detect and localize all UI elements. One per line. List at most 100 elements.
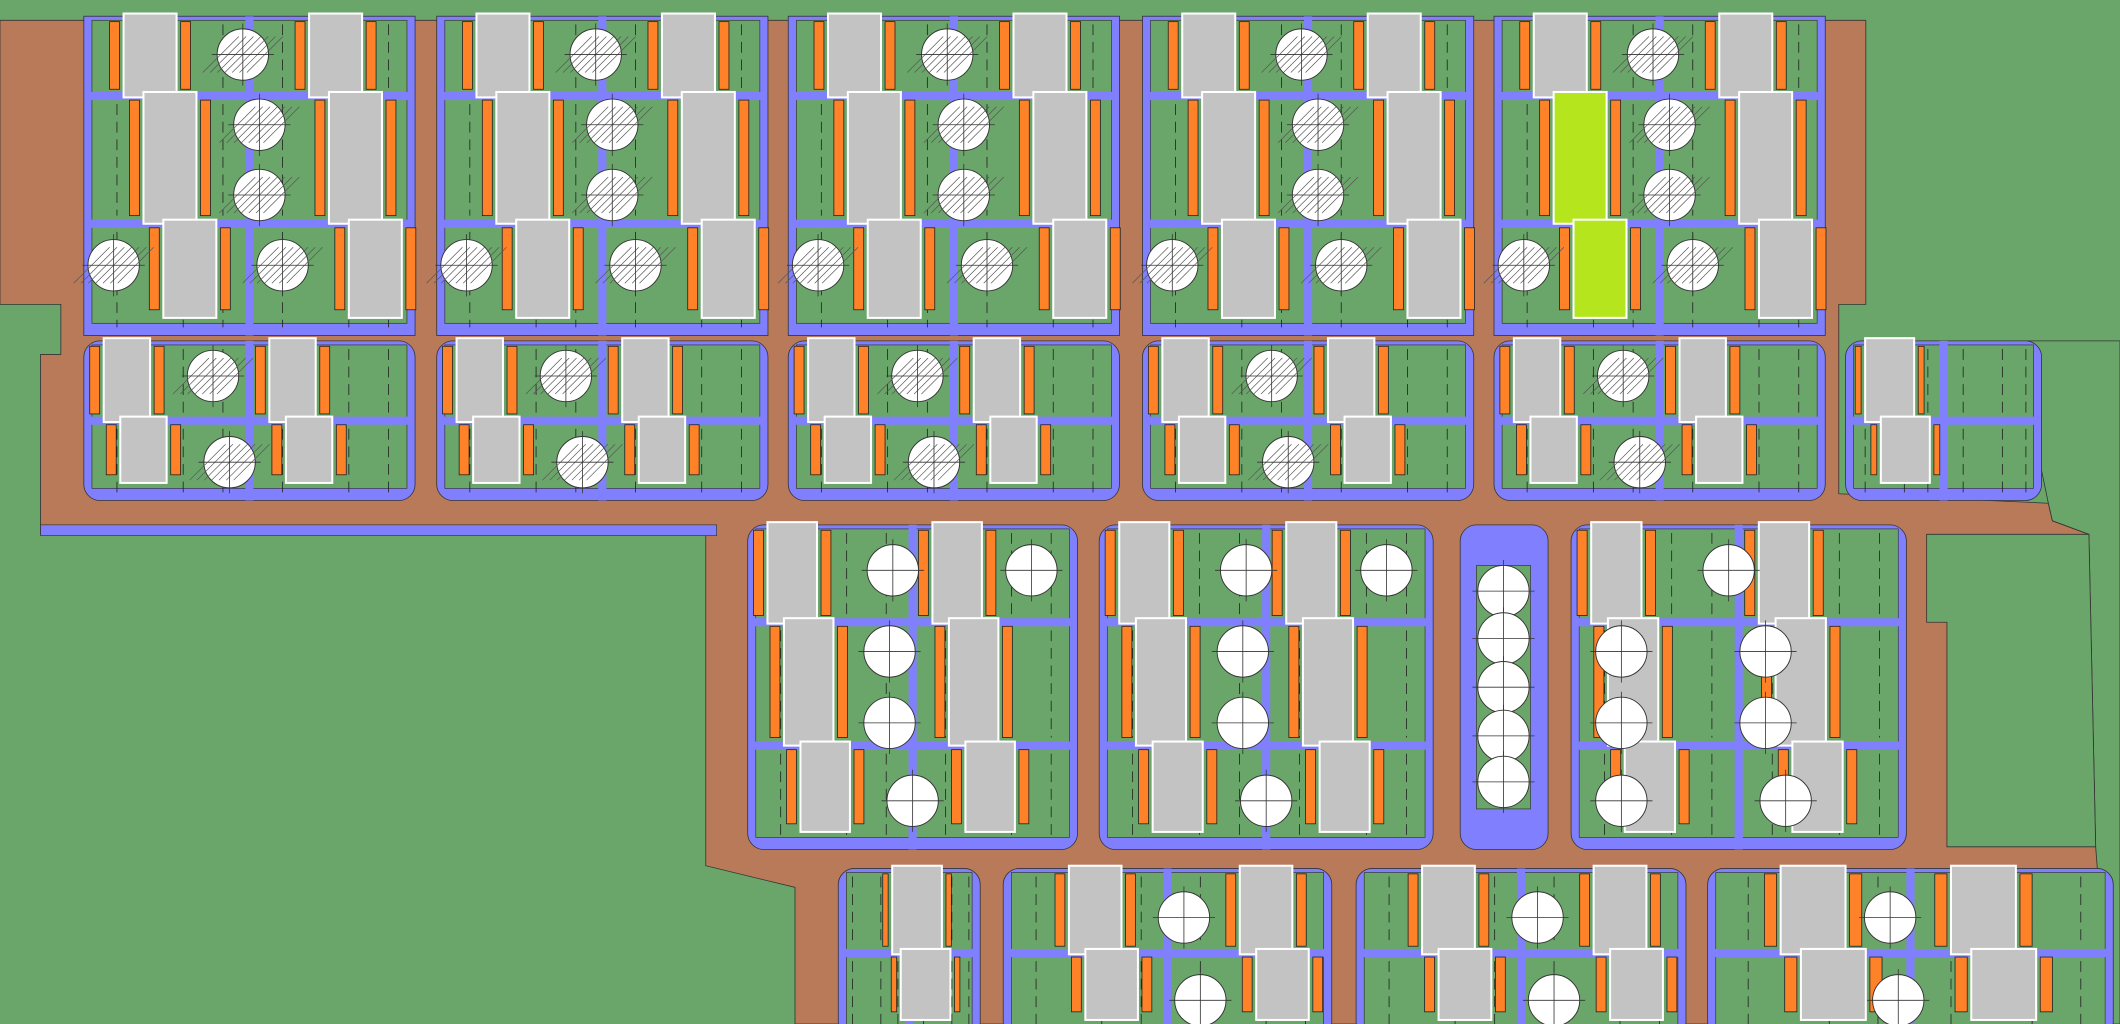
facade-strip <box>1312 956 1324 1013</box>
building <box>1529 415 1578 484</box>
building <box>1032 90 1088 225</box>
facade-strip <box>1018 749 1030 825</box>
building <box>866 218 922 319</box>
facade-strip <box>607 345 619 415</box>
building <box>1067 864 1123 956</box>
housing-block <box>747 521 1078 850</box>
building <box>823 415 873 484</box>
building <box>475 12 531 99</box>
building <box>1151 740 1204 833</box>
footpath-divider <box>949 340 958 501</box>
facade-strip <box>1519 21 1531 90</box>
building <box>807 337 856 424</box>
facade-strip <box>1172 529 1184 616</box>
facade-strip <box>1499 345 1511 415</box>
facade-strip <box>985 529 997 616</box>
building <box>1238 864 1294 956</box>
tree-plain-icon <box>1734 691 1797 754</box>
facade-strip <box>1278 227 1290 311</box>
facade-strip <box>1258 99 1270 217</box>
facade-strip <box>385 99 397 217</box>
tree-hatched-icon <box>1582 344 1664 408</box>
building <box>1532 12 1588 99</box>
facade-strip <box>462 21 473 90</box>
building <box>1181 12 1237 99</box>
facade-strip <box>1187 99 1199 217</box>
facade-strip <box>1141 956 1153 1013</box>
facade-strip <box>1288 625 1300 738</box>
facade-strip <box>1650 873 1661 947</box>
building <box>327 90 383 225</box>
tree-plain-icon <box>1867 969 1930 1024</box>
facade-strip <box>1238 21 1250 90</box>
tree-hatched-icon <box>906 23 988 86</box>
facade-strip <box>959 345 971 415</box>
facade-strip <box>718 21 730 90</box>
housing-block <box>1142 337 1475 501</box>
building <box>621 337 670 424</box>
tree-hatched-icon <box>1612 23 1694 86</box>
building <box>1118 521 1171 625</box>
footpath-divider <box>1655 340 1664 501</box>
housing-block <box>1132 12 1475 336</box>
facade-strip <box>1373 749 1385 825</box>
facade-strip <box>1854 345 1862 415</box>
housing-block <box>1707 864 2114 1024</box>
facade-strip <box>1678 749 1690 825</box>
facade-strip <box>1189 625 1201 738</box>
building <box>1437 947 1493 1021</box>
facade-strip <box>672 345 683 415</box>
facade-strip <box>954 956 961 1013</box>
footpath-divider <box>1304 340 1313 501</box>
tree-plain-icon <box>1590 769 1653 832</box>
housing-block <box>837 864 981 1024</box>
building <box>660 12 716 99</box>
tree-hatched-icon <box>1247 431 1329 494</box>
building <box>162 218 218 319</box>
building <box>308 12 364 99</box>
facade-strip <box>1330 424 1341 476</box>
tree-hatched-icon <box>946 234 1028 297</box>
housing-block <box>1483 12 1827 336</box>
building <box>455 337 504 424</box>
building <box>1285 521 1338 625</box>
facade-strip <box>294 21 306 90</box>
facade-strip <box>934 625 946 738</box>
footpath <box>40 524 717 537</box>
tree-hatched-icon <box>1261 23 1342 86</box>
facade-strip <box>813 21 825 90</box>
facade-strip <box>1610 99 1622 217</box>
footpath-divider <box>598 340 607 501</box>
tree-hatched-icon <box>1599 431 1680 494</box>
tree-hatched-icon <box>1629 93 1710 156</box>
facade-strip <box>105 424 117 476</box>
facade-strip <box>1070 21 1081 90</box>
tree-plain-icon <box>1590 620 1653 683</box>
building <box>947 617 1000 747</box>
facade-strip <box>1125 873 1136 947</box>
facade-strip <box>951 749 962 825</box>
facade-strip <box>687 227 699 311</box>
facade-strip <box>170 424 182 476</box>
facade-strip <box>890 956 898 1013</box>
building <box>846 90 902 225</box>
facade-strip <box>1576 529 1588 616</box>
building <box>1301 617 1355 747</box>
facade-strip <box>1815 227 1827 311</box>
facade-strip <box>1590 21 1602 90</box>
tree-hatched-icon <box>172 344 254 408</box>
facade-strip <box>769 625 781 738</box>
tree-plain-icon <box>858 691 921 754</box>
tree-plain-icon <box>1169 969 1232 1024</box>
facade-strip <box>523 424 534 476</box>
tree-plain-icon <box>1235 769 1298 832</box>
housing-block <box>1845 337 2042 501</box>
facade-strip <box>1933 424 1941 476</box>
tree-plain-icon <box>1697 539 1760 602</box>
facade-strip <box>506 345 518 415</box>
building <box>1738 90 1794 225</box>
tree-hatched-icon <box>242 234 323 297</box>
footpath-divider <box>1734 524 1743 850</box>
facade-strip <box>2019 873 2033 947</box>
housing-block <box>73 12 417 336</box>
